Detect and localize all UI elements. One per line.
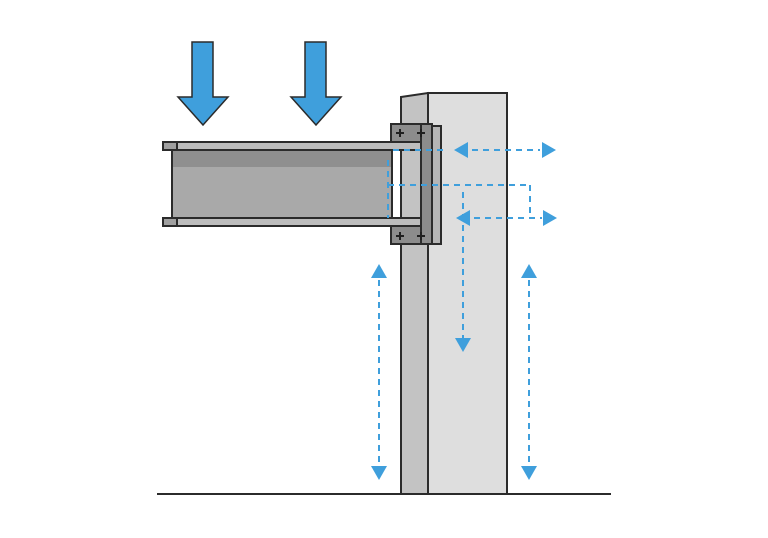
load-arrow-right xyxy=(289,41,343,127)
column xyxy=(400,91,508,495)
bolt-icons xyxy=(396,129,425,240)
i-beam xyxy=(162,141,422,227)
vertical-arrow-middle xyxy=(455,192,471,352)
horizontal-arrow-top xyxy=(393,142,556,158)
vertical-arrow-left xyxy=(371,264,387,480)
load-arrow-left xyxy=(176,41,230,127)
bracket-dashed-line xyxy=(387,160,531,218)
vertical-arrow-right xyxy=(521,264,537,480)
